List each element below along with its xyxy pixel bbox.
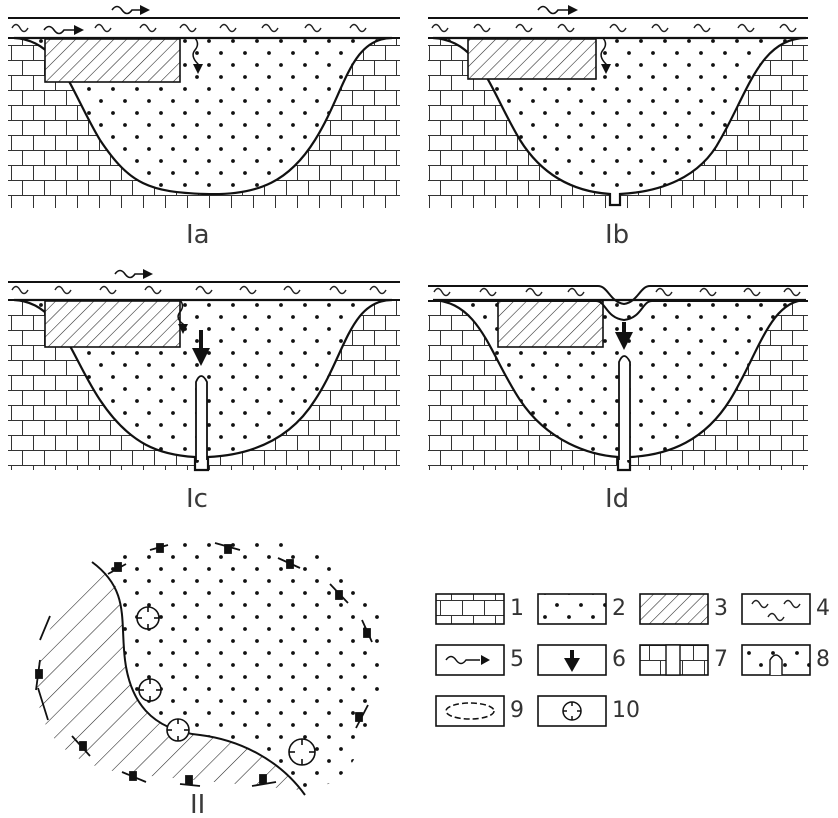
legend-box-3-clay: [639, 593, 709, 625]
legend-number-6: 6: [612, 647, 626, 672]
water-layer: [431, 23, 797, 33]
collapse-sinkholes: [136, 606, 316, 766]
bold-down-arrow: [192, 330, 210, 366]
ground-surface-depression: [428, 285, 808, 306]
flow-arrow-lateral: [43, 25, 84, 35]
legend-box-6-bold-arrow: [537, 644, 607, 676]
infiltration-arrow: [192, 37, 203, 74]
legend-number-4: 4: [816, 596, 830, 621]
infiltration-arrow: [600, 37, 611, 74]
clay-area-hatched: [36, 568, 301, 790]
collapse-circle-3: [166, 718, 190, 742]
legend-number-8: 8: [816, 647, 830, 672]
legend-box-5-flow: [435, 644, 505, 676]
panel-Id: [428, 285, 808, 472]
clay-layer: [467, 38, 597, 80]
legend-box-2-sand: [537, 593, 607, 625]
panel-Ic: [8, 269, 400, 472]
legend-number-3: 3: [714, 596, 728, 621]
panel-Ib: [428, 5, 808, 208]
panel-label-II: II: [190, 790, 206, 818]
legend: [435, 593, 811, 727]
legend-number-1: 1: [510, 596, 524, 621]
legend-number-7: 7: [714, 647, 728, 672]
clay-layer: [44, 300, 181, 348]
clay-layer: [44, 38, 181, 83]
panel-Ia: [8, 5, 400, 208]
legend-number-5: 5: [510, 647, 524, 672]
legend-box-4-water: [741, 593, 811, 625]
water-bottom-depression: [428, 300, 808, 322]
infiltration-arrow: [177, 299, 188, 334]
legend-number-9: 9: [510, 698, 524, 723]
legend-box-10-collapse: [537, 695, 607, 727]
collapse-circle-1: [136, 606, 160, 630]
legend-box-8-dome-conduit: [741, 644, 811, 676]
dome-conduit: [195, 375, 208, 460]
legend-box-7-shaft: [639, 644, 709, 676]
panel-label-Id: Id: [605, 484, 630, 514]
water-layer: [433, 287, 801, 297]
flow-arrow-surface: [114, 269, 153, 279]
panel-label-Ic: Ic: [186, 484, 208, 514]
flow-arrow-surface: [537, 5, 578, 15]
legend-box-9-ellipse: [435, 695, 505, 727]
panel-label-Ib: Ib: [605, 220, 630, 250]
dome-conduit: [618, 355, 631, 460]
legend-box-1-limestone: [435, 593, 505, 625]
flow-arrow-surface: [111, 5, 150, 15]
scarp-marks: [35, 542, 373, 787]
legend-number-10: 10: [612, 698, 640, 723]
clay-layer: [497, 300, 604, 348]
sinkhole-boundary: [91, 561, 306, 796]
legend-number-2: 2: [612, 596, 626, 621]
collapse-circle-4: [288, 738, 316, 766]
collapse-circle-2: [138, 678, 162, 702]
bold-down-arrow: [615, 322, 633, 350]
panel-label-Ia: Ia: [186, 220, 210, 250]
panel-II-plan-view: [35, 536, 384, 796]
water-layer: [11, 285, 387, 295]
